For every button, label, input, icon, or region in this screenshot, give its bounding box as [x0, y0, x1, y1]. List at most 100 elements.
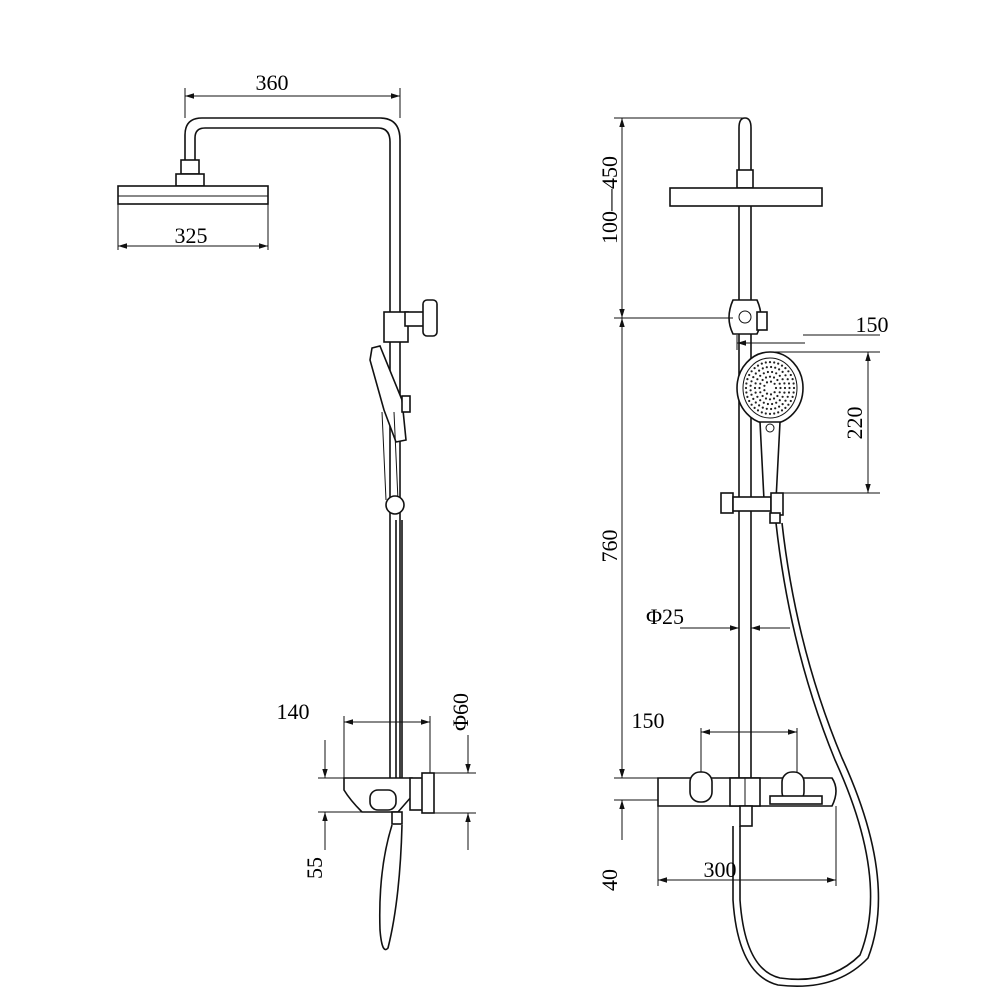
nozzle-dot [784, 367, 787, 370]
nozzle-dot [773, 382, 776, 385]
nozzle-dot [792, 391, 795, 394]
nozzle-dot [789, 399, 792, 403]
nozzle-dot [781, 395, 784, 398]
nozzle-dot [759, 374, 762, 377]
nozzle-dot [773, 361, 776, 364]
nozzle-dot [756, 364, 760, 367]
nozzle-dot [760, 362, 763, 365]
nozzle-dot [789, 373, 792, 377]
nozzle-dot [777, 411, 780, 414]
nozzle-dot [779, 386, 782, 390]
nozzle-dot [775, 401, 778, 404]
nozzle-dot [778, 382, 781, 385]
nozzle-dot [792, 382, 795, 385]
dim-hand-shower-width: 150 [856, 312, 889, 337]
nozzle-dot [778, 399, 781, 402]
nozzle-dot [750, 393, 753, 396]
nozzle-dot [768, 375, 772, 378]
nozzle-dot [756, 378, 759, 381]
nozzle-dot [745, 382, 748, 385]
nozzle-dot [752, 376, 755, 379]
nozzle-dot [768, 412, 772, 415]
nozzle-dot [761, 394, 764, 398]
nozzle-dot [787, 391, 791, 394]
nozzle-dot [778, 391, 781, 394]
nozzle-dot [750, 403, 753, 406]
dim-shelf-height: 40 [597, 869, 622, 891]
nozzle-dot [786, 395, 789, 398]
nozzle-dot [754, 401, 757, 404]
dim-shelf-width: 300 [704, 857, 737, 882]
nozzle-dot [783, 382, 786, 385]
nozzle-dot [753, 406, 756, 409]
dim-outlet-height: 55 [302, 857, 327, 879]
nozzle-dot [774, 407, 777, 410]
dim-height-adjust: 100—450 [597, 156, 622, 244]
nozzle-dot [772, 397, 776, 400]
nozzle-dot [746, 395, 749, 398]
nozzle-dot [772, 376, 776, 379]
nozzle-dot [758, 404, 761, 407]
nozzle-dot [792, 386, 796, 390]
nozzle-dot [774, 366, 777, 369]
nozzle-dot [791, 378, 794, 381]
nozzle-dot [788, 386, 791, 390]
nozzle-dot [771, 402, 774, 406]
nozzle-dot [750, 370, 753, 373]
nozzle-dot [748, 373, 751, 377]
nozzle-dot [753, 386, 757, 390]
nozzle-dot [746, 378, 749, 381]
side-view: 360 325 140 Φ60 55 [117, 70, 476, 951]
nozzle-dot [770, 407, 773, 411]
nozzle-dot [760, 411, 763, 414]
nozzle-dot [764, 376, 768, 379]
nozzle-dot [781, 370, 784, 373]
dim-outlet-diameter: Φ60 [448, 693, 473, 731]
nozzle-dot [759, 399, 762, 402]
nozzle-dot [784, 406, 787, 409]
nozzle-dot [765, 381, 769, 384]
nozzle-dot [784, 374, 787, 377]
nozzle-dot [781, 378, 784, 381]
nozzle-dot [745, 391, 748, 394]
nozzle-dot [756, 395, 759, 398]
nozzle-dot [750, 380, 753, 383]
nozzle-dot [761, 367, 764, 370]
nozzle-dot [761, 378, 764, 382]
nozzle-dot [754, 372, 757, 375]
nozzle-dot [768, 398, 772, 401]
nozzle-dot [778, 374, 781, 377]
nozzle-dot [773, 391, 776, 394]
nozzle-dot [766, 402, 770, 406]
nozzle-dot [776, 394, 779, 398]
nozzle-dot [787, 370, 790, 373]
front-view: 100—450 150 220 760 Φ25 150 300 40 [597, 117, 889, 987]
nozzle-dot [783, 386, 787, 390]
nozzle-dot [759, 382, 762, 385]
nozzle-dot [764, 397, 768, 400]
nozzle-dot [759, 391, 762, 394]
nozzle-dot [787, 382, 791, 385]
nozzle-dot [771, 370, 774, 374]
nozzle-dot [769, 393, 773, 396]
nozzle-dot [786, 378, 789, 381]
nozzle-dot [780, 364, 784, 367]
nozzle-dot [763, 384, 766, 387]
nozzle-dot [765, 407, 768, 410]
nozzle-dot [761, 406, 764, 409]
dim-hand-shower-height: 220 [842, 407, 867, 440]
nozzle-dot [780, 409, 784, 412]
dim-rail-diameter: Φ25 [646, 604, 684, 629]
nozzle-dot [778, 368, 781, 371]
nozzle-dot [765, 366, 768, 369]
nozzle-dot [768, 361, 772, 364]
nozzle-dot [756, 409, 760, 412]
nozzle-dot [781, 403, 784, 406]
nozzle-dot [777, 362, 780, 365]
nozzle-dot [765, 392, 769, 395]
nozzle-dot [791, 395, 794, 398]
nozzle-dot [758, 369, 761, 372]
nozzle-dot [754, 382, 757, 385]
nozzle-dot [764, 361, 767, 364]
